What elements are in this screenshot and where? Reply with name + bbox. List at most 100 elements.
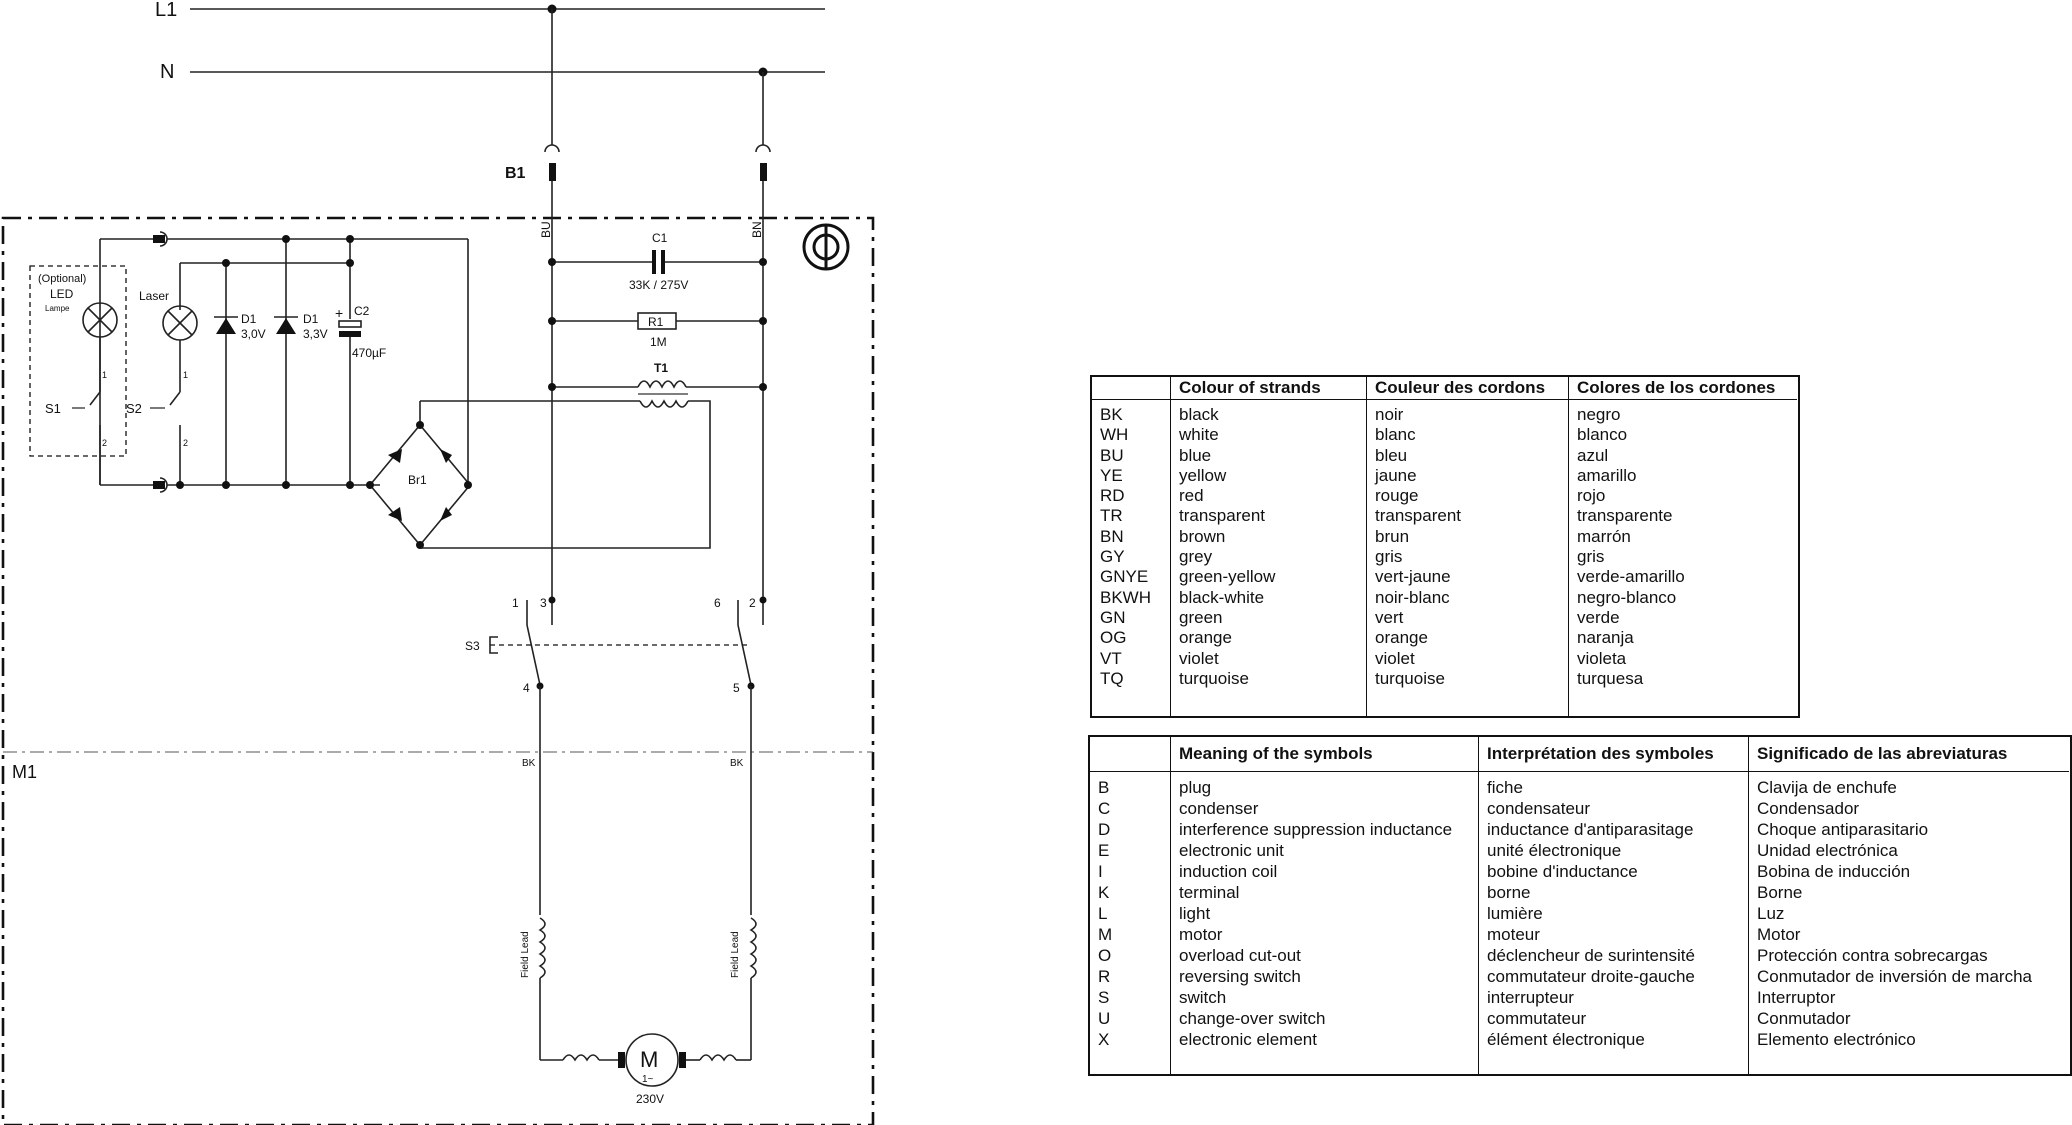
symbol-es-cell: Luz bbox=[1757, 904, 1785, 923]
symbol-fr-cell: élément électronique bbox=[1487, 1030, 1645, 1049]
motor-label: M bbox=[640, 1047, 658, 1072]
symbol-es-cell: Elemento electrónico bbox=[1757, 1030, 1916, 1049]
colour-fr-cell: orange bbox=[1375, 628, 1428, 648]
motor-sub: 1~ bbox=[642, 1074, 654, 1085]
colour-en-cell: black-white bbox=[1179, 587, 1265, 607]
symbol-es-cell: Choque antiparasitario bbox=[1757, 820, 1929, 839]
symbol-en-cell: interference suppression inductance bbox=[1179, 820, 1453, 839]
plug-pin-right bbox=[760, 163, 767, 181]
symbol-es-cell: Bobina de inducción bbox=[1757, 862, 1911, 881]
colour-en-cell: grey bbox=[1179, 547, 1213, 567]
svg-text:5: 5 bbox=[733, 681, 740, 695]
colour-fr-cell: noir-blanc bbox=[1375, 587, 1450, 607]
b1-label: B1 bbox=[505, 165, 526, 182]
symbol-en-cell: electronic unit bbox=[1179, 841, 1284, 860]
symbol-es-col: Significado de las abreviaturas Clavija … bbox=[1748, 737, 2069, 1074]
svg-text:2: 2 bbox=[749, 596, 756, 610]
symbol-fr-cell: lumière bbox=[1487, 904, 1543, 923]
capacitor-c2 bbox=[338, 320, 362, 328]
transformer-t1 bbox=[637, 380, 687, 389]
colour-code-cell: TQ bbox=[1100, 668, 1124, 688]
plug-socket-left bbox=[544, 144, 560, 153]
colour-es-cell: naranja bbox=[1577, 628, 1634, 648]
br1-label: Br1 bbox=[408, 473, 427, 487]
symbol-es-cell: Conmutador de inversión de marcha bbox=[1757, 967, 2032, 986]
colour-en-cell: blue bbox=[1179, 445, 1212, 465]
optional-led-box bbox=[29, 265, 127, 457]
svg-text:3,0V: 3,0V bbox=[241, 327, 266, 341]
svg-text:3,3V: 3,3V bbox=[303, 327, 328, 341]
colour-fr-cell: rouge bbox=[1375, 486, 1419, 506]
svg-text:D1: D1 bbox=[303, 312, 319, 326]
svg-text:3: 3 bbox=[540, 596, 547, 610]
symbol-code-cell: L bbox=[1098, 904, 1108, 923]
field-coil-left bbox=[538, 917, 546, 979]
symbol-es-cell: Condensador bbox=[1757, 799, 1860, 818]
symbol-fr-cell: commutateur bbox=[1487, 1009, 1587, 1028]
symbol-es-cell: Clavija de enchufe bbox=[1757, 778, 1897, 797]
symbol-en-cell: switch bbox=[1179, 988, 1227, 1007]
colour-fr-cell: violet bbox=[1375, 648, 1415, 668]
field-coil-right bbox=[749, 917, 757, 979]
r1-value: 1M bbox=[650, 335, 667, 349]
s1-label: S1 bbox=[45, 401, 61, 416]
laser-label: Laser bbox=[139, 289, 169, 303]
colour-code-cell: GY bbox=[1100, 547, 1125, 567]
colour-es-cell: transparente bbox=[1577, 506, 1673, 526]
colour-es-cell: rojo bbox=[1577, 486, 1606, 506]
symbol-fr-cell: interrupteur bbox=[1487, 988, 1574, 1007]
colour-en-cell: black bbox=[1179, 405, 1219, 424]
svg-text:1: 1 bbox=[183, 370, 188, 380]
colour-fr-cell: gris bbox=[1375, 547, 1403, 567]
colour-en-cell: white bbox=[1179, 425, 1219, 445]
svg-text:4: 4 bbox=[523, 681, 530, 695]
colour-es-cell: verde-amarillo bbox=[1577, 567, 1685, 587]
symbol-code-cell: C bbox=[1098, 799, 1111, 818]
svg-text:1: 1 bbox=[512, 596, 519, 610]
colour-code-cell: RD bbox=[1100, 486, 1125, 506]
symbol-fr-cell: inductance d'antiparasitage bbox=[1487, 820, 1694, 839]
plug-socket-right bbox=[755, 144, 771, 153]
bu-label: BU bbox=[539, 221, 553, 238]
colour-en-cell: transparent bbox=[1179, 506, 1265, 526]
colour-es-cell: verde bbox=[1577, 607, 1620, 627]
symbol-es-cell: Unidad electrónica bbox=[1757, 841, 1898, 860]
colour-en-cell: red bbox=[1179, 486, 1204, 506]
symbol-en-cell: reversing switch bbox=[1179, 967, 1301, 986]
colour-fr-cell: blanc bbox=[1375, 425, 1416, 445]
colour-es-cell: gris bbox=[1577, 547, 1605, 567]
led-label: LED bbox=[50, 287, 74, 301]
symbol-code-cell: U bbox=[1098, 1009, 1111, 1028]
field-lead-right: Field Lead bbox=[730, 931, 741, 978]
symbol-code-cell: D bbox=[1098, 820, 1111, 839]
colour-code-cell: BK bbox=[1100, 405, 1123, 424]
colour-code-cell: GNYE bbox=[1100, 567, 1149, 587]
plug-pin-left bbox=[549, 163, 556, 181]
colour-en-cell: green bbox=[1179, 607, 1223, 627]
s2-label: S2 bbox=[126, 401, 142, 416]
laser-lamp-icon bbox=[162, 305, 198, 341]
bn-label: BN bbox=[750, 221, 764, 238]
symbol-en-cell: plug bbox=[1179, 778, 1212, 797]
colour-en-cell: yellow bbox=[1179, 465, 1227, 485]
colour-fr-cell: bleu bbox=[1375, 445, 1408, 465]
symbol-fr-cell: condensateur bbox=[1487, 799, 1591, 818]
colour-en-cell: violet bbox=[1179, 648, 1219, 668]
symbol-en-cell: overload cut-out bbox=[1179, 946, 1301, 965]
colour-es-cell: negro-blanco bbox=[1577, 587, 1677, 607]
r1-label: R1 bbox=[648, 315, 664, 329]
colour-code-cell: TR bbox=[1100, 506, 1123, 526]
symbol-code-cell: B bbox=[1098, 778, 1110, 797]
colour-fr-cell: vert bbox=[1375, 607, 1404, 627]
c2-label: C2 bbox=[354, 304, 370, 318]
symbol-code-cell: E bbox=[1098, 841, 1110, 860]
symbol-en-cell: electronic element bbox=[1179, 1030, 1317, 1049]
motor-voltage: 230V bbox=[636, 1092, 664, 1106]
colour-en-cell: brown bbox=[1179, 526, 1226, 546]
colour-code-cell: GN bbox=[1100, 607, 1126, 627]
symbol-en-cell: motor bbox=[1179, 925, 1223, 944]
